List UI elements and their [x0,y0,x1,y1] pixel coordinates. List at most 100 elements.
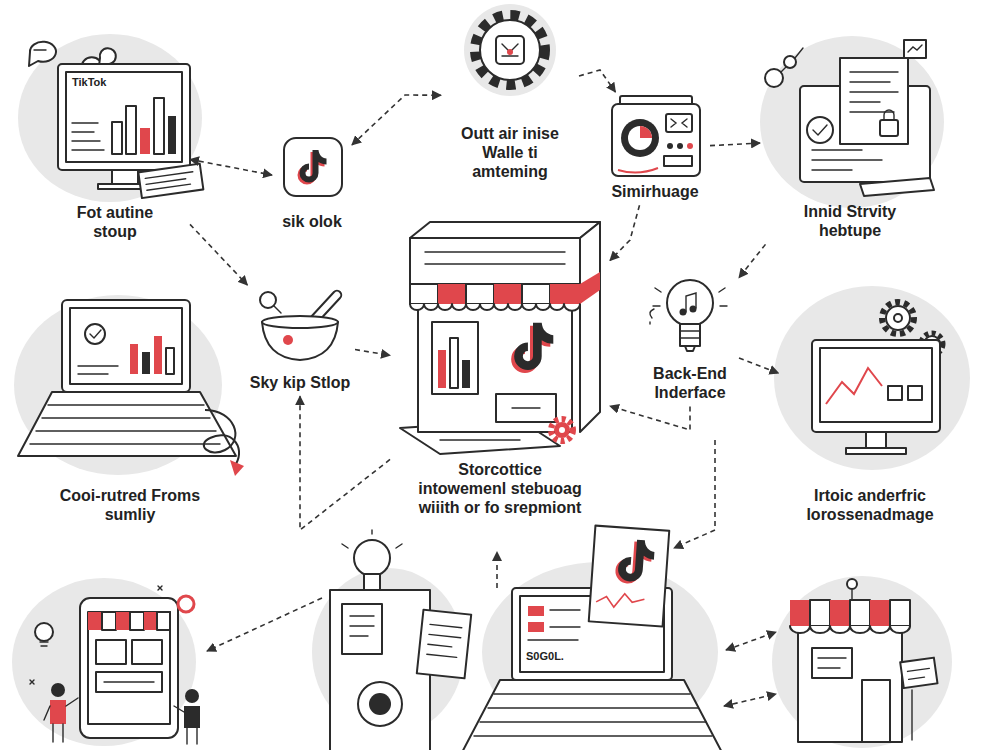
documents-illustration [781,48,803,72]
storefront-kiosk [512,407,540,408]
mobile-shop-illustration [104,681,154,682]
monitor-illustration [18,34,203,202]
mobile-shop-illustration [35,623,53,641]
mobile-shop-illustration [157,612,170,630]
storefront-kiosk [550,284,580,304]
illustrated-step: sik olok [272,130,352,235]
storefront-kiosk [522,284,550,304]
mobile-shop-illustration [178,596,194,612]
laptop-document-illustration [528,622,544,632]
laptop-illustration [30,405,220,444]
storefront-kiosk [466,284,494,304]
device-illustration [618,168,658,173]
mobile-shop-illustration [130,612,144,630]
shop-building-illustration [908,668,931,679]
monitor-gears-illustration [888,386,902,400]
lightbulb-illustration [650,309,654,324]
storefront-kiosk [494,284,522,304]
shop-building-illustration [847,579,857,589]
mortar-illustration [260,291,341,360]
monitor-gears-illustration [882,302,914,334]
laptop-illustration [166,348,174,374]
monitor-gears-illustration [886,306,910,330]
gear-illustration [475,15,545,85]
shop-building-illustration [790,626,910,633]
idea-tower-illustration [369,693,391,715]
monitor-illustration [29,42,56,66]
lightbulb-illustration [667,280,713,326]
idea-tower-illustration [358,682,402,726]
shop-building-illustration [818,658,846,668]
monitor-illustration [72,123,104,150]
shop-building-illustration [850,600,870,626]
monitor-illustration [66,72,182,162]
monitor-illustration [138,164,203,198]
shop-building-illustration [900,658,937,688]
dashed-arrow [674,440,715,548]
screen-label: S0G0L. [526,650,564,663]
storefront-kiosk [425,252,565,264]
step-caption: Storcottice intowemenl stebuoag wiiith o… [415,460,585,518]
tiktok-app-icon [284,138,342,196]
mobile-shop-illustration [132,640,162,664]
mobile-shop-illustration [80,598,178,738]
mobile-shop-illustration [44,698,78,742]
gear-illustration [464,4,556,96]
shop-building-illustration [870,600,890,626]
lightbulb-illustration [680,324,700,346]
mobile-shop-illustration [88,612,170,724]
dashed-connector [610,205,640,260]
monitor-illustration [34,49,46,50]
laptop-document-illustration [596,592,645,609]
idea-tower-illustration [342,604,382,654]
shop-building-illustration [810,600,830,626]
idea-tower-illustration [354,540,390,576]
laptop-illustration [14,295,244,476]
mobile-shop-illustration [116,612,130,630]
storefront-kiosk [438,350,446,388]
storefront-kiosk [554,422,570,438]
mobile-shop-illustration [96,640,126,664]
mobile-shop-illustration [96,672,162,692]
mobile-shop-illustration [51,683,65,697]
illustrated-step: Storcottice intowemenl stebuoag wiiith o… [390,225,610,522]
documents-illustration [880,120,898,136]
laptop-document-illustration [528,606,544,616]
storefront-kiosk [514,323,553,370]
storefront-kiosk [559,427,565,433]
shop-building-illustration [812,648,852,678]
laptop-illustration [230,460,244,476]
lightbulb-illustration [653,288,727,306]
storefront-kiosk [450,338,458,388]
laptop-illustration [70,308,182,384]
laptop-illustration [85,324,105,344]
documents-illustration [908,45,922,52]
dashed-arrow [726,632,776,650]
documents-illustration [807,117,833,143]
step-caption: Innid Strvity hebtupe [775,202,925,240]
lightbulb-illustration [650,280,727,351]
illustrated-step: Irtoic anderfric lorossenadmage [779,288,962,528]
dashed-connector [352,95,441,145]
storefront-kiosk [410,284,438,304]
idea-tower-illustration [427,624,462,657]
gear-illustration [496,36,524,64]
documents-illustration [840,58,908,144]
step-caption: Outt air inise Walle ti amteming [443,124,578,182]
mobile-shop-illustration [102,612,116,630]
storefront-kiosk [462,360,470,388]
monitor-illustration [126,106,136,154]
shop-building-illustration [862,680,890,742]
storefront-kiosk [430,432,520,440]
gear-illustration [464,4,556,96]
mobile-shop-illustration [50,700,66,724]
storefront-kiosk [580,222,600,432]
monitor-illustration [168,116,176,154]
monitor-gears-illustration [812,340,940,432]
monitor-gears-illustration [774,286,970,470]
device-illustration [612,96,700,176]
step-caption: Cooi-rutred Froms sumliy [55,486,205,524]
storefront-kiosk [432,322,478,394]
